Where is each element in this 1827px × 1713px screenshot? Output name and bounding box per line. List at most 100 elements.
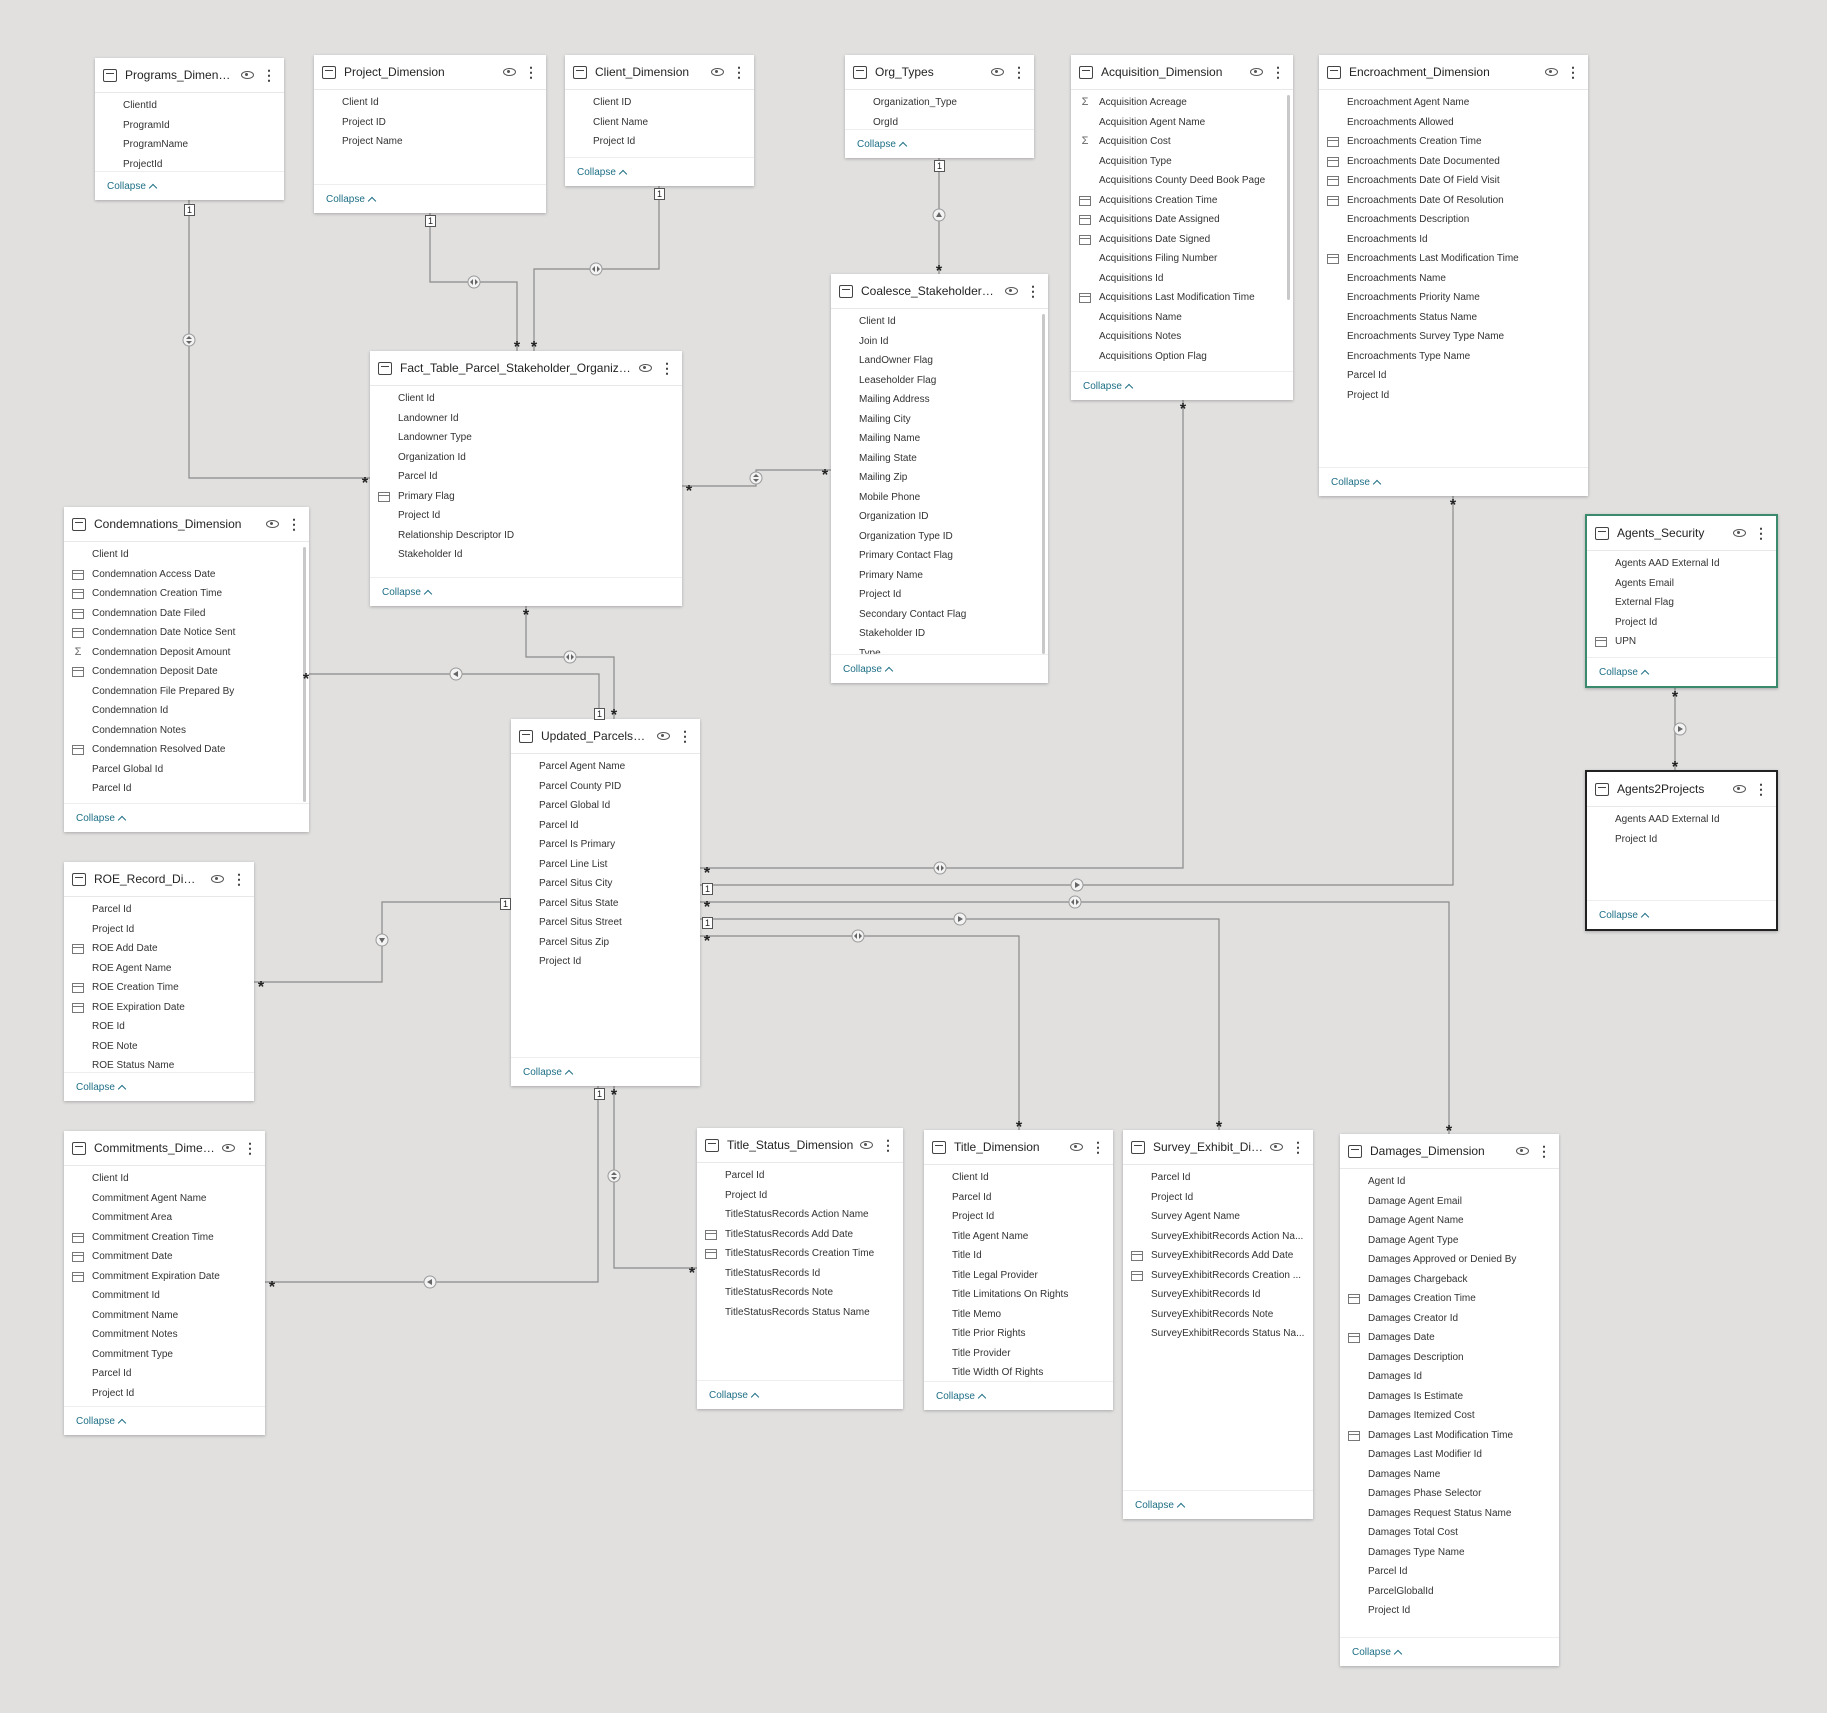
scrollbar[interactable] xyxy=(1287,95,1290,300)
eye-icon[interactable] xyxy=(211,875,224,883)
table-header[interactable]: Agents_Security⋮ xyxy=(1587,516,1776,551)
field-row[interactable]: Commitment Notes xyxy=(64,1325,265,1345)
field-row[interactable]: Client Id xyxy=(314,93,546,113)
field-row[interactable]: Parcel Situs Zip xyxy=(511,933,700,953)
field-row[interactable]: Commitment Date xyxy=(64,1247,265,1267)
field-row[interactable]: ROE Add Date xyxy=(64,939,254,959)
field-row[interactable]: Encroachments Last Modification Time xyxy=(1319,249,1588,269)
field-row[interactable]: Client Name xyxy=(565,113,754,133)
field-row[interactable]: Title Width Of Rights xyxy=(924,1363,1113,1382)
field-row[interactable]: Damages Chargeback xyxy=(1340,1270,1559,1290)
collapse-button[interactable]: Collapse xyxy=(314,184,546,213)
field-row[interactable]: LandOwner Flag xyxy=(831,351,1048,371)
field-row[interactable]: Project Name xyxy=(314,132,546,152)
field-row[interactable]: Project Id xyxy=(831,585,1048,605)
field-row[interactable]: UPN xyxy=(1587,632,1776,652)
field-row[interactable]: Encroachments Creation Time xyxy=(1319,132,1588,152)
collapse-button[interactable]: Collapse xyxy=(64,803,309,832)
field-row[interactable]: ROE Status Name xyxy=(64,1056,254,1073)
field-row[interactable]: Encroachments Id xyxy=(1319,230,1588,250)
field-row[interactable]: Client Id xyxy=(831,312,1048,332)
more-options-icon[interactable]: ⋮ xyxy=(732,64,746,80)
eye-icon[interactable] xyxy=(241,71,254,79)
table-header[interactable]: Programs_Dimension⋮ xyxy=(95,58,284,93)
field-row[interactable]: Agents AAD External Id xyxy=(1587,554,1776,574)
field-row[interactable]: Parcel Id xyxy=(64,900,254,920)
field-row[interactable]: Condemnation Date Filed xyxy=(64,604,309,624)
field-row[interactable]: ProgramId xyxy=(95,116,284,136)
field-row[interactable]: Encroachments Description xyxy=(1319,210,1588,230)
field-row[interactable]: SurveyExhibitRecords Note xyxy=(1123,1305,1313,1325)
field-row[interactable]: Acquisitions Filing Number xyxy=(1071,249,1293,269)
field-row[interactable]: Parcel Agent Name xyxy=(511,757,700,777)
field-row[interactable]: ProjectId xyxy=(95,155,284,173)
field-row[interactable]: Condemnation Access Date xyxy=(64,565,309,585)
field-row[interactable]: Primary Name xyxy=(831,566,1048,586)
field-row[interactable]: Stakeholder ID xyxy=(831,624,1048,644)
table-header[interactable]: Encroachment_Dimension⋮ xyxy=(1319,55,1588,90)
field-row[interactable]: Join Id xyxy=(831,332,1048,352)
field-row[interactable]: Commitment Agent Name xyxy=(64,1189,265,1209)
field-row[interactable]: Type xyxy=(831,644,1048,655)
field-row[interactable]: Encroachments Name xyxy=(1319,269,1588,289)
field-row[interactable]: Condemnation Id xyxy=(64,701,309,721)
field-row[interactable]: Mailing Address xyxy=(831,390,1048,410)
field-row[interactable]: Project Id xyxy=(511,952,700,972)
field-row[interactable]: ParcelGlobalId xyxy=(1340,1582,1559,1602)
field-row[interactable]: Parcel Id xyxy=(1340,1562,1559,1582)
field-row[interactable]: Parcel Is Primary xyxy=(511,835,700,855)
field-row[interactable]: Title Id xyxy=(924,1246,1113,1266)
field-row[interactable]: TitleStatusRecords Status Name xyxy=(697,1303,903,1323)
field-row[interactable]: Project Id xyxy=(697,1186,903,1206)
field-row[interactable]: Acquisitions Notes xyxy=(1071,327,1293,347)
collapse-button[interactable]: Collapse xyxy=(511,1057,700,1086)
field-row[interactable]: Project Id xyxy=(1587,613,1776,633)
collapse-button[interactable]: Collapse xyxy=(1123,1490,1313,1519)
more-options-icon[interactable]: ⋮ xyxy=(1271,64,1285,80)
more-options-icon[interactable]: ⋮ xyxy=(1291,1139,1305,1155)
field-row[interactable]: Acquisitions Name xyxy=(1071,308,1293,328)
field-row[interactable]: Client Id xyxy=(370,389,682,409)
more-options-icon[interactable]: ⋮ xyxy=(232,871,246,887)
field-row[interactable]: Parcel Line List xyxy=(511,855,700,875)
field-row[interactable]: SurveyExhibitRecords Status Na... xyxy=(1123,1324,1313,1344)
more-options-icon[interactable]: ⋮ xyxy=(1091,1139,1105,1155)
collapse-button[interactable]: Collapse xyxy=(370,577,682,606)
field-row[interactable]: Landowner Type xyxy=(370,428,682,448)
field-row[interactable]: Agents Email xyxy=(1587,574,1776,594)
collapse-button[interactable]: Collapse xyxy=(1587,657,1776,686)
field-row[interactable]: Organization Id xyxy=(370,448,682,468)
field-row[interactable]: Acquisitions Creation Time xyxy=(1071,191,1293,211)
more-options-icon[interactable]: ⋮ xyxy=(1754,781,1768,797)
eye-icon[interactable] xyxy=(1733,785,1746,793)
field-row[interactable]: TitleStatusRecords Note xyxy=(697,1283,903,1303)
eye-icon[interactable] xyxy=(711,68,724,76)
field-row[interactable]: Title Limitations On Rights xyxy=(924,1285,1113,1305)
eye-icon[interactable] xyxy=(222,1144,235,1152)
field-row[interactable]: ClientId xyxy=(95,96,284,116)
field-row[interactable]: Parcel Situs Street xyxy=(511,913,700,933)
field-row[interactable]: Parcel Id xyxy=(924,1188,1113,1208)
field-row[interactable]: Title Memo xyxy=(924,1305,1113,1325)
relationship-line[interactable] xyxy=(309,673,600,719)
relationship-line[interactable] xyxy=(682,469,831,487)
field-row[interactable]: Condemnation Date Notice Sent xyxy=(64,623,309,643)
field-row[interactable]: Acquisitions Last Modification Time xyxy=(1071,288,1293,308)
table-header[interactable]: Title_Status_Dimension⋮ xyxy=(697,1128,903,1163)
table-card-enc[interactable]: Encroachment_Dimension⋮Encroachment Agen… xyxy=(1319,55,1588,496)
field-row[interactable]: Landowner Id xyxy=(370,409,682,429)
table-card-commit[interactable]: Commitments_Dimension⋮Client IdCommitmen… xyxy=(64,1131,265,1435)
more-options-icon[interactable]: ⋮ xyxy=(881,1137,895,1153)
field-row[interactable]: Mailing State xyxy=(831,449,1048,469)
field-row[interactable]: Encroachments Date Of Resolution xyxy=(1319,191,1588,211)
field-row[interactable]: Leaseholder Flag xyxy=(831,371,1048,391)
field-row[interactable]: Client Id xyxy=(64,1169,265,1189)
field-row[interactable]: Damages Type Name xyxy=(1340,1543,1559,1563)
field-row[interactable]: Organization Type ID xyxy=(831,527,1048,547)
field-row[interactable]: Project Id xyxy=(64,1384,265,1404)
